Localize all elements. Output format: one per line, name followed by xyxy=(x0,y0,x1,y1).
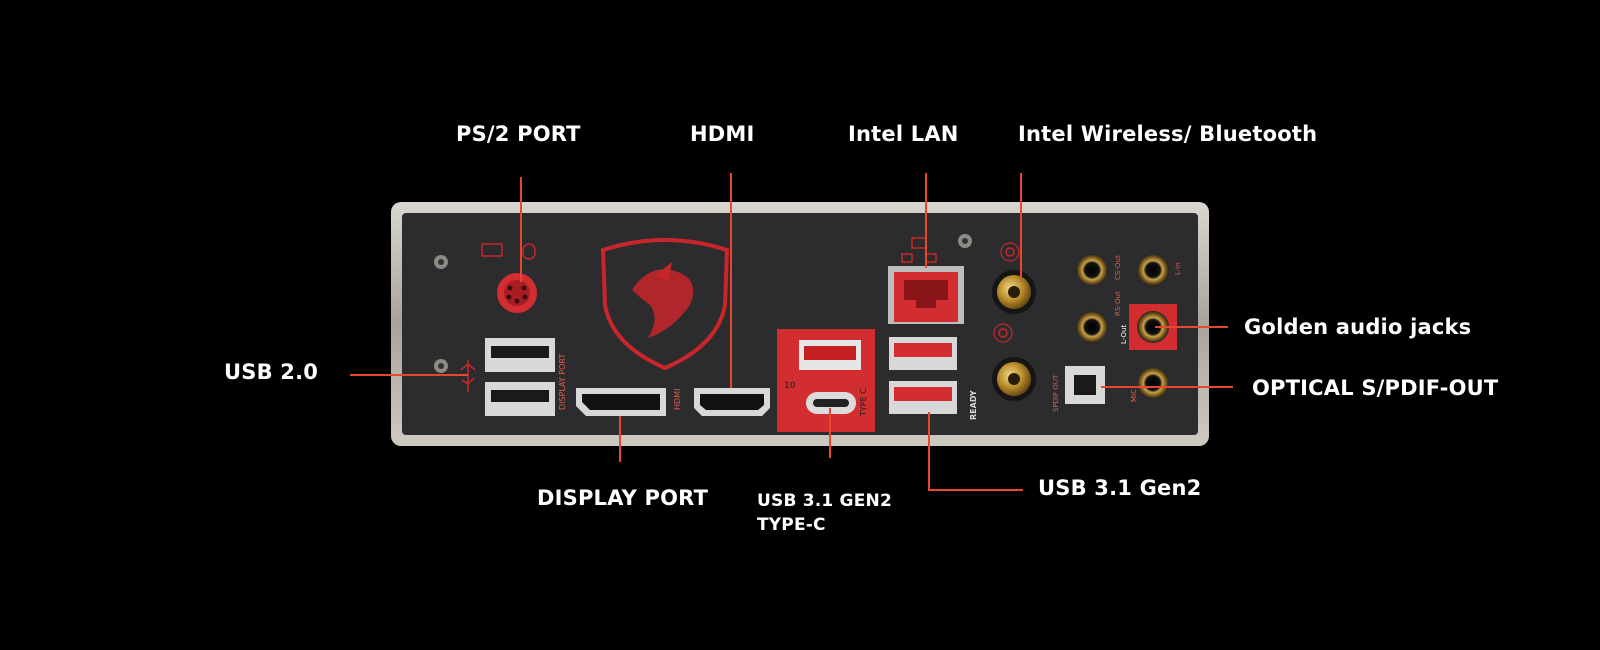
usb-typec-port xyxy=(806,392,856,414)
callout-lines xyxy=(350,173,1233,491)
spdif-out-label: SPDIF OUT xyxy=(1052,374,1060,412)
intel-wireless-label: Intel Wireless/ Bluetooth xyxy=(1018,122,1318,146)
display-port-vertical-label: DISPLAY PORT xyxy=(558,354,567,410)
optical-spdif-label: OPTICAL S/PDIF-OUT xyxy=(1252,376,1499,400)
mic-label: MIC xyxy=(1130,389,1138,402)
cs-out-label: CS-Out xyxy=(1114,255,1122,280)
antenna-connector xyxy=(992,357,1036,401)
screw-icon xyxy=(958,234,972,248)
usb2-port xyxy=(485,382,555,416)
usb31-typec-label-line2: TYPE-C xyxy=(757,515,826,535)
golden-audio-label: Golden audio jacks xyxy=(1244,315,1472,339)
usb31-gen2-port xyxy=(799,340,861,370)
vr-ready-label: READY xyxy=(969,390,978,420)
usb2-port xyxy=(485,338,555,372)
usb31-callout-line xyxy=(928,412,1023,491)
rs-out-label: RS-Out xyxy=(1114,291,1122,316)
screw-icon xyxy=(434,255,448,269)
wifi-antenna-icon xyxy=(993,323,1013,343)
antenna-connector xyxy=(992,270,1036,314)
hdmi-vertical-label: HDMI xyxy=(673,389,682,410)
ps2-port xyxy=(481,243,537,313)
audio-jack xyxy=(1076,254,1108,286)
usb31-gen2-port xyxy=(889,337,957,370)
audio-jack xyxy=(1137,311,1169,343)
line-out-label: L-Out xyxy=(1120,325,1128,344)
audio-jack xyxy=(1137,254,1169,286)
screw-icon xyxy=(434,359,448,373)
intel-lan-label: Intel LAN xyxy=(848,122,959,146)
ss-speed-label: 10 xyxy=(784,381,796,391)
mouse-icon xyxy=(522,243,536,260)
hdmi-port xyxy=(694,388,770,416)
usb20-label: USB 2.0 xyxy=(224,360,319,384)
optical-spdif-port xyxy=(1065,366,1105,404)
wifi-antenna-icon xyxy=(1000,242,1020,262)
audio-jack xyxy=(1076,311,1108,343)
msi-dragon-logo xyxy=(600,238,730,371)
lan-port xyxy=(888,266,964,324)
usb31-typec-label-line1: USB 3.1 GEN2 xyxy=(757,491,892,511)
line-in-label: L-in xyxy=(1174,262,1182,275)
ps2-port-label: PS/2 PORT xyxy=(456,122,581,146)
hdmi-label: HDMI xyxy=(690,122,755,146)
display-port-label: DISPLAY PORT xyxy=(537,486,709,510)
usb31-gen2-label: USB 3.1 Gen2 xyxy=(1038,476,1202,500)
displayport-port xyxy=(576,388,666,416)
typec-vertical-label: TYPE C xyxy=(859,388,868,417)
usb31-gen2-port xyxy=(889,381,957,414)
audio-jack xyxy=(1137,367,1169,399)
